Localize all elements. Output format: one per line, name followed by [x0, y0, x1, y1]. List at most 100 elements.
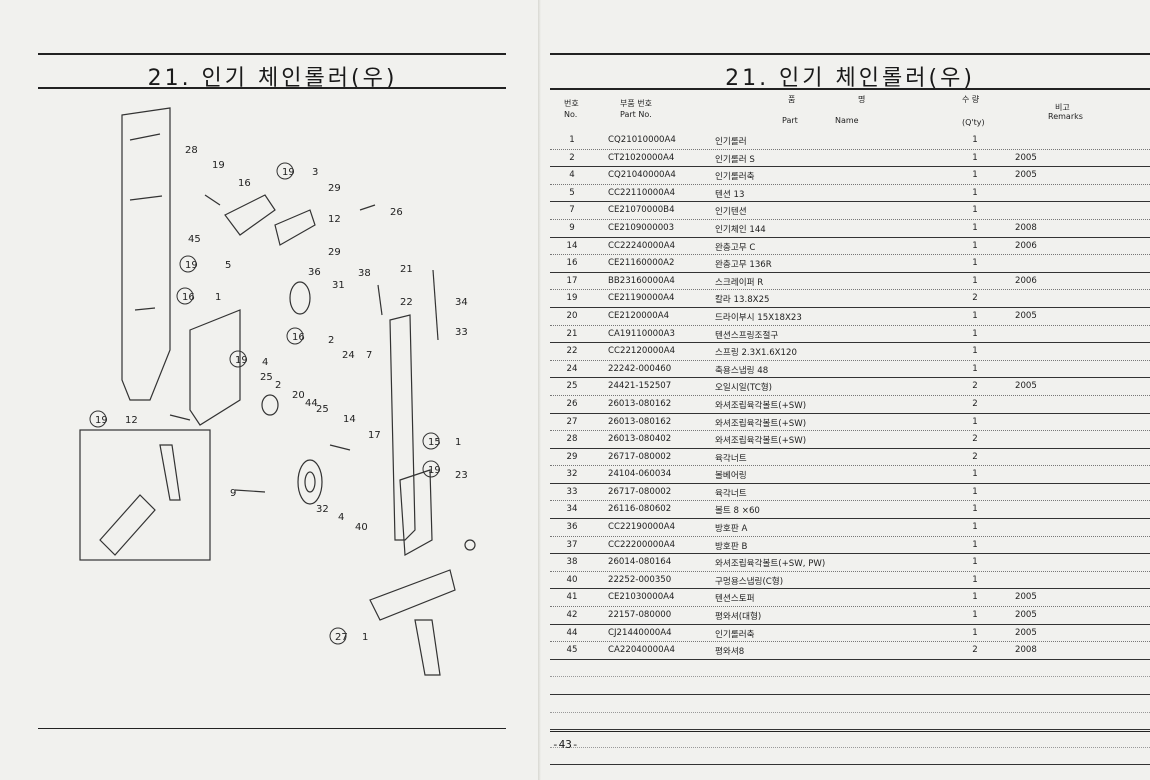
- cell-no: 24: [566, 363, 578, 374]
- cell-name: 인기롤러: [715, 137, 747, 147]
- cell-part: CA19110000A3: [608, 328, 675, 339]
- left-page: 21. 인기 체인롤러(우): [0, 0, 540, 780]
- label-16-2: 16: [292, 332, 305, 343]
- cell-part: 26014-080164: [608, 557, 672, 568]
- page-fold: [538, 0, 541, 780]
- cell-name: 평와셔8: [715, 647, 745, 658]
- cell-qty: 1: [972, 328, 978, 339]
- label-20: 20: [292, 390, 305, 401]
- cell-part: CC22240000A4: [608, 240, 676, 251]
- label-19-5: 19: [185, 260, 198, 271]
- label-19: 19: [212, 160, 225, 171]
- cell-part: CE21030000A4: [608, 592, 675, 603]
- label-12b: 12: [125, 415, 138, 426]
- label-44: 44: [305, 398, 318, 409]
- cell-remarks: 2006: [1015, 240, 1037, 251]
- cell-remarks: 2005: [1015, 627, 1037, 638]
- inset-box: [79, 429, 211, 561]
- label-32: 32: [316, 504, 329, 515]
- label-45: 45: [188, 234, 201, 245]
- cell-qty: 1: [972, 363, 978, 374]
- cell-no: 45: [566, 645, 578, 656]
- cell-remarks: 2005: [1015, 152, 1037, 163]
- blank-row: [550, 748, 1150, 766]
- cell-name: 육각너트: [715, 488, 747, 499]
- label-1c: 1: [362, 632, 368, 643]
- cell-remarks: 2005: [1015, 381, 1037, 392]
- header-qty-kr: 수 량: [962, 95, 980, 104]
- cell-no: 34: [566, 504, 578, 515]
- cell-no: 33: [566, 486, 578, 497]
- label-31: 31: [332, 280, 345, 291]
- cell-no: 20: [566, 310, 578, 321]
- cell-part: 26013-080402: [608, 434, 672, 445]
- cell-no: 5: [569, 187, 575, 198]
- chain-roller: [297, 459, 323, 505]
- cell-qty: 2: [972, 645, 978, 656]
- page-title-right: 21. 인기 체인롤러(우): [725, 66, 975, 91]
- cell-qty: 1: [972, 592, 978, 603]
- cell-name: 와셔조립육각볼트(+SW, PW): [715, 559, 826, 570]
- exploded-parts-diagram: 28 19 16 45 19 3 29 12 26 19 5 29 16 1 3…: [79, 107, 476, 676]
- cell-qty: 1: [972, 469, 978, 480]
- cell-name: 스크레이퍼 R: [715, 277, 764, 288]
- cell-remarks: 2008: [1015, 645, 1037, 656]
- label-16: 16: [238, 178, 251, 189]
- cell-qty: 1: [972, 610, 978, 621]
- blank-row: [550, 660, 1150, 678]
- cell-no: 21: [566, 328, 578, 339]
- cell-remarks: 2005: [1015, 310, 1037, 321]
- cell-no: 14: [566, 240, 578, 251]
- cell-qty: 1: [972, 574, 978, 585]
- cell-no: 26: [566, 398, 578, 409]
- cell-part: CC22200000A4: [608, 539, 676, 550]
- label-16-1: 16: [182, 292, 195, 303]
- cell-qty: 2: [972, 451, 978, 462]
- cell-name: 완충고무 C: [715, 242, 756, 253]
- cell-name: 볼베어링: [715, 471, 747, 482]
- cell-no: 42: [566, 610, 578, 621]
- cell-part: CE2120000A4: [608, 310, 670, 321]
- cell-part: 24421-152507: [608, 381, 672, 392]
- bottom-rule: [38, 728, 506, 729]
- cell-part: 24104-060034: [608, 469, 672, 480]
- header-name-kr-2: 명: [858, 95, 866, 104]
- cell-remarks: 2005: [1015, 592, 1037, 603]
- cell-name: 텐션스프링조절구: [715, 330, 779, 341]
- label-22: 22: [400, 297, 413, 308]
- header-name-kr-1: 품: [788, 95, 796, 104]
- cell-name: 와셔조립육각볼트(+SW): [715, 436, 807, 447]
- cell-no: 7: [569, 205, 575, 216]
- label-2b: 2: [275, 380, 281, 391]
- top-rule-right: [550, 53, 1150, 55]
- page-number: -43-: [552, 738, 579, 751]
- cell-no: 32: [566, 469, 578, 480]
- cell-name: 와셔조립육각볼트(+SW): [715, 400, 807, 411]
- header-part-en: Part No.: [620, 110, 652, 119]
- cell-qty: 1: [972, 627, 978, 638]
- header-no-en: No.: [564, 110, 578, 119]
- cell-qty: 1: [972, 187, 978, 198]
- label-19-23: 19: [428, 465, 441, 476]
- cell-part: CC22190000A4: [608, 522, 676, 533]
- table-row: 32 24104-060034 볼베어링 1: [550, 466, 1150, 484]
- tension-arm: [224, 194, 276, 236]
- label-4b: 4: [338, 512, 344, 523]
- label-28: 28: [185, 145, 198, 156]
- header-qty-en: (Q'ty): [962, 118, 985, 127]
- cell-part: CQ21010000A4: [608, 135, 676, 145]
- cell-no: 1: [569, 135, 575, 145]
- cell-no: 36: [566, 522, 578, 533]
- cell-name: 인기롤러축: [715, 629, 755, 640]
- cell-qty: 1: [972, 240, 978, 251]
